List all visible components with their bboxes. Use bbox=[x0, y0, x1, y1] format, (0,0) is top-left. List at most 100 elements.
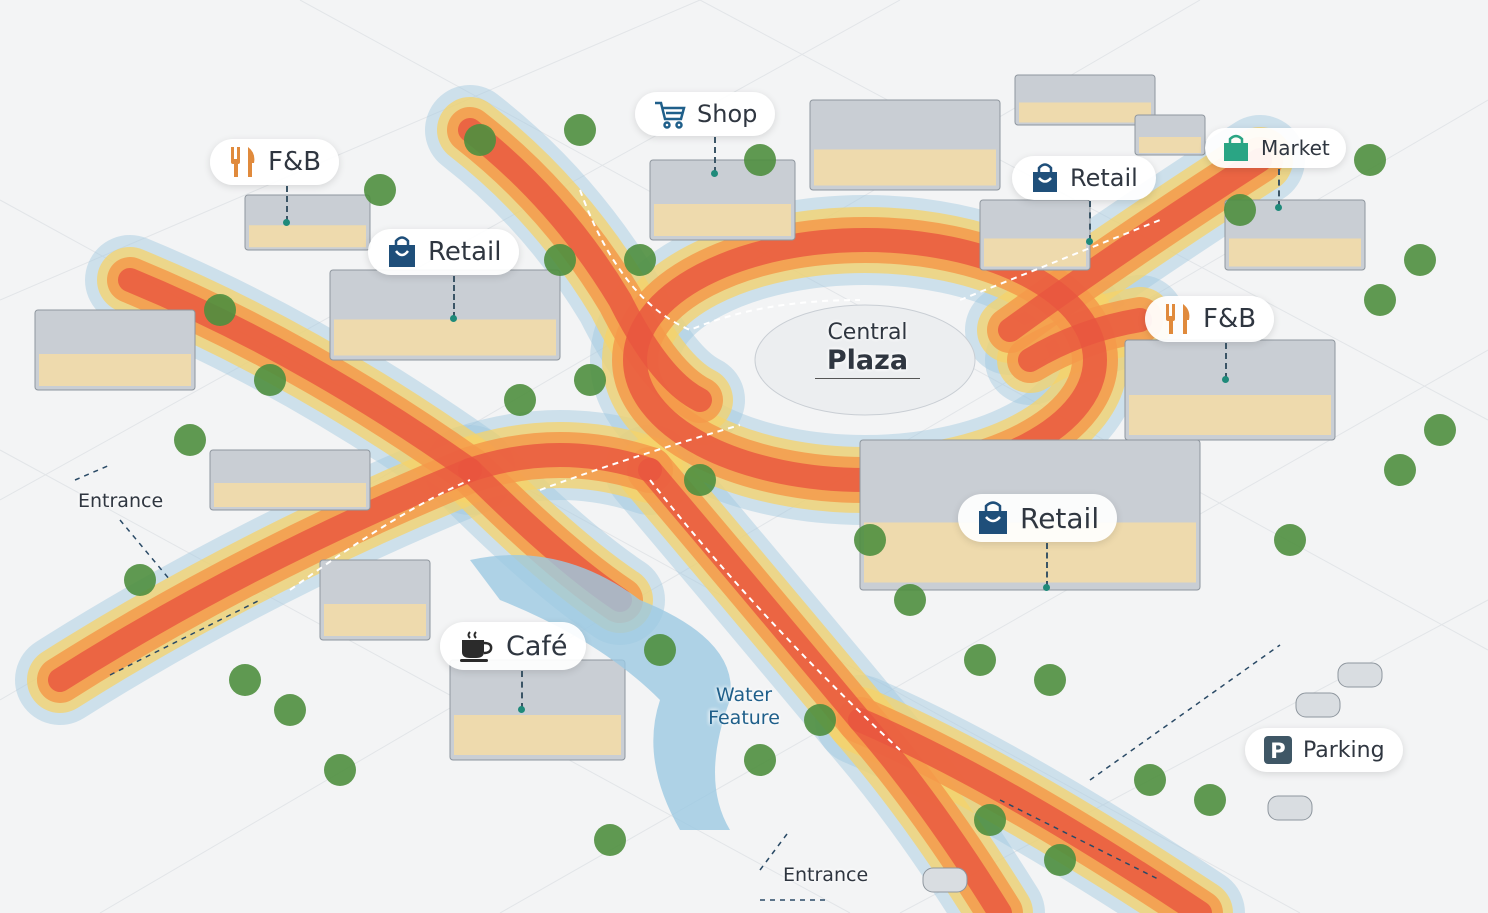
shopping-cart-icon bbox=[653, 99, 687, 129]
tree bbox=[1224, 194, 1256, 226]
tree bbox=[464, 124, 496, 156]
parking-sign-icon: P bbox=[1263, 735, 1293, 765]
tree bbox=[1404, 244, 1436, 276]
heat-path bbox=[118, 268, 482, 482]
tree bbox=[744, 744, 776, 776]
parking-label-text: Parking bbox=[1303, 737, 1385, 763]
fb-label-text: F&B bbox=[1203, 304, 1257, 334]
heat-path bbox=[48, 443, 662, 692]
tree bbox=[684, 464, 716, 496]
tree bbox=[1424, 414, 1456, 446]
tree bbox=[1044, 844, 1076, 876]
shop-label[interactable]: Shop bbox=[635, 92, 776, 136]
cafe-label-text: Café bbox=[506, 630, 568, 662]
heat-path bbox=[848, 708, 1212, 913]
building-facade bbox=[324, 604, 426, 636]
fork-knife-icon bbox=[228, 145, 258, 179]
foot-traffic-heat-paths bbox=[15, 85, 1305, 913]
building-facade bbox=[454, 715, 621, 755]
fb-left-pin bbox=[283, 186, 290, 226]
entrance-bottom-label: Entrance bbox=[783, 864, 869, 886]
parked-car bbox=[1337, 662, 1383, 688]
tree bbox=[504, 384, 536, 416]
tree bbox=[1034, 664, 1066, 696]
shop-pin bbox=[711, 137, 718, 177]
svg-text:P: P bbox=[1270, 739, 1285, 763]
tree bbox=[364, 174, 396, 206]
building-facade bbox=[984, 238, 1086, 267]
tree bbox=[174, 424, 206, 456]
tree bbox=[624, 244, 656, 276]
coffee-cup-icon bbox=[458, 630, 496, 662]
retail-top-right-pin bbox=[1086, 201, 1093, 245]
building-facade bbox=[214, 483, 366, 507]
shop-label-text: Shop bbox=[697, 100, 758, 128]
tree bbox=[1274, 524, 1306, 556]
building-facade bbox=[334, 319, 556, 356]
heat-path bbox=[458, 118, 712, 412]
tree bbox=[1354, 144, 1386, 176]
tree bbox=[644, 634, 676, 666]
tree bbox=[204, 294, 236, 326]
tree bbox=[274, 694, 306, 726]
tree bbox=[124, 564, 156, 596]
tree bbox=[1364, 284, 1396, 316]
tree bbox=[254, 364, 286, 396]
retail-label-left[interactable]: Retail bbox=[368, 229, 520, 275]
entrance-paths bbox=[74, 464, 1281, 901]
heat-path bbox=[623, 228, 1107, 492]
building-facade bbox=[1129, 395, 1331, 435]
building-facade bbox=[1229, 238, 1361, 267]
building-facade bbox=[1019, 102, 1151, 123]
water-feature bbox=[470, 555, 731, 830]
central-plaza-label: Central Plaza bbox=[815, 320, 920, 379]
tree bbox=[894, 584, 926, 616]
parked-car bbox=[1267, 795, 1313, 821]
tree bbox=[974, 804, 1006, 836]
water-feature-label: Water Feature bbox=[700, 684, 788, 730]
tree bbox=[574, 364, 606, 396]
tree bbox=[324, 754, 356, 786]
flow-arrows bbox=[289, 189, 1161, 751]
parked-car bbox=[922, 867, 968, 893]
tree bbox=[964, 644, 996, 676]
tree bbox=[544, 244, 576, 276]
shopping-bag-icon bbox=[1030, 162, 1060, 194]
central-plaza-line2: Plaza bbox=[815, 345, 920, 379]
tree bbox=[1134, 764, 1166, 796]
tree bbox=[854, 524, 886, 556]
cafe-label[interactable]: Café bbox=[440, 622, 586, 670]
retail-label-top-right[interactable]: Retail bbox=[1012, 156, 1156, 200]
central-plaza-line1: Central bbox=[827, 320, 908, 345]
tree bbox=[229, 664, 261, 696]
buildings-and-trees bbox=[34, 74, 1456, 893]
tree bbox=[744, 144, 776, 176]
building-facade bbox=[654, 204, 791, 236]
tree bbox=[594, 824, 626, 856]
shopping-bag-icon bbox=[386, 235, 418, 269]
cafe-pin bbox=[518, 671, 525, 713]
tree bbox=[1194, 784, 1226, 816]
fork-knife-icon bbox=[1163, 302, 1193, 336]
market-pin bbox=[1275, 169, 1282, 211]
tree bbox=[564, 114, 596, 146]
heat-path bbox=[998, 148, 1272, 342]
retail-center-pin bbox=[1043, 543, 1050, 591]
water-feature-line2: Feature bbox=[708, 707, 780, 729]
entrance-left-label: Entrance bbox=[78, 490, 164, 512]
parked-car bbox=[1295, 692, 1341, 718]
tree bbox=[804, 704, 836, 736]
tree bbox=[1384, 454, 1416, 486]
fb-right-pin bbox=[1222, 343, 1229, 383]
retail-label-text: Retail bbox=[1020, 501, 1100, 535]
fb-label-right[interactable]: F&B bbox=[1145, 296, 1275, 342]
shopping-bag-icon bbox=[1221, 133, 1251, 163]
market-label[interactable]: Market bbox=[1205, 128, 1346, 168]
building-facade bbox=[1139, 137, 1201, 153]
building-facade bbox=[39, 354, 191, 386]
fb-label-text: F&B bbox=[268, 147, 322, 177]
retail-label-center[interactable]: Retail bbox=[958, 494, 1118, 542]
parking-label[interactable]: P Parking bbox=[1245, 728, 1403, 772]
building-facade bbox=[814, 149, 996, 186]
fb-label-left[interactable]: F&B bbox=[210, 139, 340, 185]
